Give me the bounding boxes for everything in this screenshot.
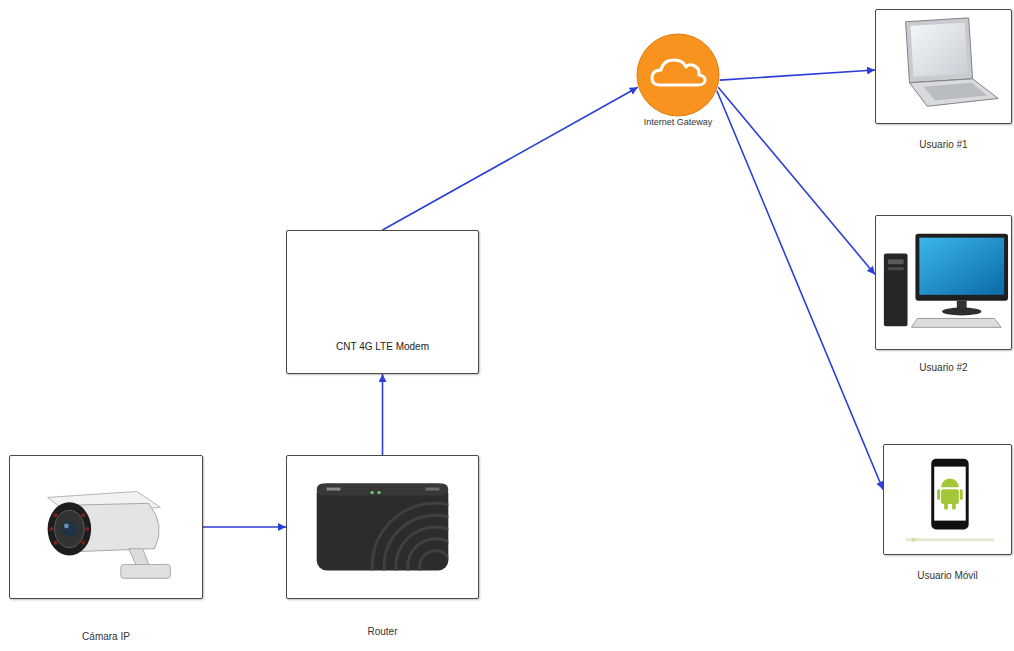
router-illustration bbox=[396, 527, 448, 570]
phone-illustration bbox=[941, 489, 959, 504]
network-link bbox=[383, 87, 638, 230]
router-box-outline bbox=[286, 455, 479, 599]
node-label: Router bbox=[367, 626, 397, 638]
camera-illustration bbox=[81, 541, 85, 545]
camera-illustration bbox=[61, 521, 77, 537]
desktop-illustration bbox=[915, 234, 1008, 301]
gateway-illustration bbox=[636, 33, 720, 117]
camera-illustration bbox=[129, 549, 150, 567]
desktop-illustration bbox=[911, 318, 1001, 327]
desktop-illustration bbox=[876, 216, 1011, 349]
phone-illustration bbox=[960, 489, 963, 500]
phone-illustration bbox=[952, 503, 956, 510]
phone-illustration bbox=[941, 478, 959, 487]
node-label: Usuario Móvil bbox=[917, 570, 978, 582]
router-illustration bbox=[372, 503, 448, 570]
laptop-illustration bbox=[876, 10, 1011, 123]
gateway-circle: Internet Gateway bbox=[636, 33, 720, 117]
node-label: Usuario #2 bbox=[919, 362, 967, 374]
router-illustration bbox=[287, 456, 478, 598]
phone-illustration bbox=[944, 503, 948, 510]
phone-illustration bbox=[906, 538, 995, 541]
camera-illustration bbox=[121, 564, 170, 578]
user-box: Usuario #2 bbox=[875, 215, 1012, 350]
user-box-outline bbox=[875, 9, 1012, 124]
camera-box: Cámara IP bbox=[9, 455, 203, 599]
camera-illustration bbox=[64, 524, 69, 529]
desktop-illustration bbox=[888, 267, 904, 270]
router-illustration bbox=[317, 484, 449, 496]
camera-illustration bbox=[48, 502, 92, 555]
laptop-illustration bbox=[910, 79, 999, 107]
router-illustration bbox=[327, 488, 341, 491]
user-box: Usuario Móvil bbox=[883, 444, 1012, 555]
gateway-illustration bbox=[652, 60, 705, 85]
router-box: Router bbox=[286, 455, 479, 599]
node-label: Internet Gateway bbox=[644, 117, 713, 128]
camera-box-outline bbox=[9, 455, 203, 599]
router-illustration bbox=[384, 515, 448, 570]
network-link bbox=[720, 70, 875, 80]
camera-illustration bbox=[55, 510, 85, 547]
user-box-outline bbox=[883, 444, 1012, 555]
node-label: Usuario #1 bbox=[919, 139, 967, 151]
modem-box: CNT 4G LTE Modem bbox=[286, 230, 479, 374]
router-illustration bbox=[426, 488, 440, 491]
gateway-illustration bbox=[637, 34, 719, 116]
phone-illustration bbox=[912, 538, 916, 542]
router-illustration bbox=[408, 539, 449, 571]
router-illustration bbox=[377, 491, 380, 494]
network-link bbox=[203, 526, 286, 528]
router-illustration bbox=[372, 503, 448, 570]
node-label: CNT 4G LTE Modem bbox=[336, 341, 429, 353]
router-illustration bbox=[371, 491, 374, 494]
modem-box-outline bbox=[286, 230, 479, 374]
phone-illustration bbox=[937, 489, 940, 500]
laptop-illustration bbox=[910, 23, 967, 77]
router-illustration bbox=[420, 551, 449, 571]
camera-illustration bbox=[10, 456, 202, 598]
network-link bbox=[718, 87, 875, 274]
user-box-outline bbox=[875, 215, 1012, 350]
network-link bbox=[717, 91, 883, 490]
phone-illustration bbox=[934, 467, 966, 521]
network-link bbox=[382, 374, 384, 455]
desktop-illustration bbox=[888, 259, 904, 264]
phone-illustration bbox=[931, 459, 968, 530]
camera-illustration bbox=[54, 513, 58, 517]
camera-illustration bbox=[81, 513, 85, 517]
phone-illustration bbox=[884, 445, 1011, 554]
laptop-illustration bbox=[906, 18, 973, 83]
desktop-illustration bbox=[942, 308, 981, 316]
desktop-illustration bbox=[884, 253, 908, 326]
node-label: Cámara IP bbox=[82, 631, 130, 643]
camera-illustration bbox=[85, 527, 89, 531]
laptop-illustration bbox=[923, 83, 987, 101]
camera-illustration bbox=[50, 527, 54, 531]
user-box: Usuario #1 bbox=[875, 9, 1012, 124]
camera-illustration bbox=[54, 541, 58, 545]
desktop-illustration bbox=[919, 238, 1004, 295]
